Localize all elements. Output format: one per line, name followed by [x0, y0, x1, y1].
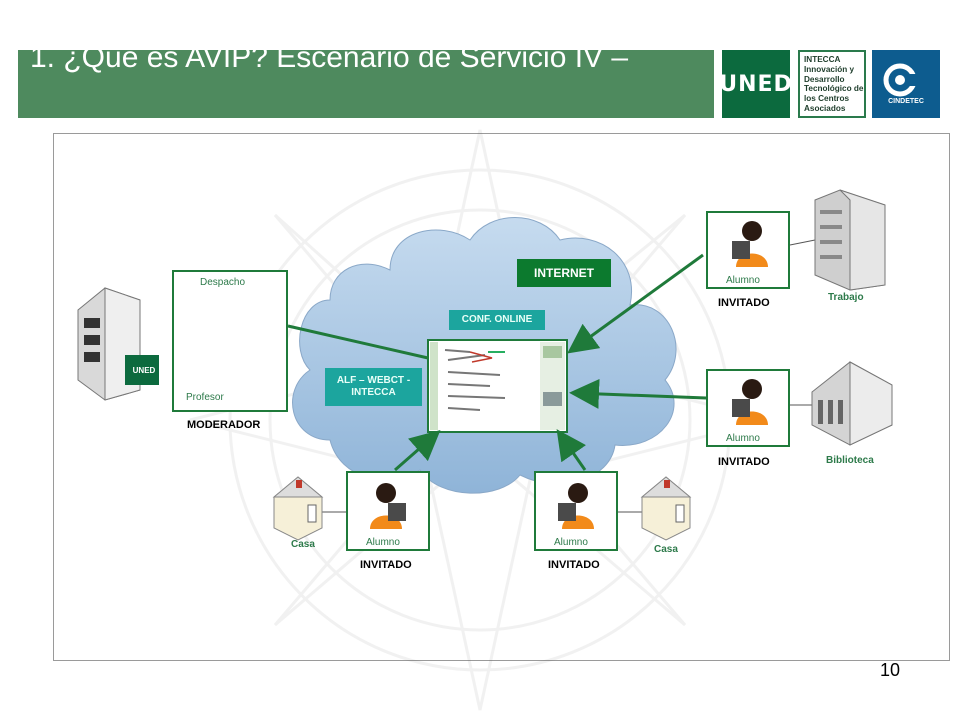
slide-title: 1. ¿Qué es AVIP? Escenario de Servicio I…: [30, 50, 629, 74]
alf-webct-label: ALF – WEBCT - INTECCA: [325, 368, 422, 406]
moderator-link: [287, 324, 429, 360]
arrow-guest-home-right: [556, 429, 587, 471]
internet-label: INTERNET: [517, 259, 611, 287]
house-icon-left: [272, 476, 324, 541]
title-bar: 1. ¿Qué es AVIP? Escenario de Servicio I…: [18, 50, 714, 118]
place-home-right-label: Casa: [654, 544, 678, 555]
moderator-box: Despacho Profesor: [172, 270, 288, 412]
uned-logo: UNED: [719, 50, 793, 118]
office-building-icon: [814, 189, 886, 291]
conference-screen: [427, 339, 568, 433]
page-number: 10: [880, 660, 901, 680]
uned-building-logo-text: UNED: [132, 366, 156, 375]
diagram-frame: [53, 133, 950, 661]
arrow-guest-home-left: [394, 430, 441, 472]
uned-building-icon: [77, 287, 159, 401]
moderator-role: MODERADOR: [187, 419, 261, 431]
moderator-person-label: Profesor: [186, 392, 224, 403]
guest-home-left-role: INVITADO: [360, 559, 412, 571]
guest-box-library: Alumno: [706, 369, 790, 447]
cindetec-emblem-icon: [883, 63, 920, 97]
guest-box-home-right: Alumno: [534, 471, 618, 551]
guest-work-role: INVITADO: [718, 297, 770, 309]
student-icon: [558, 483, 594, 529]
conf-online-label: CONF. ONLINE: [449, 310, 545, 330]
guest-home-right-label: Alumno: [554, 537, 588, 548]
guest-library-label: Alumno: [726, 433, 760, 444]
place-library-label: Biblioteca: [826, 455, 874, 466]
guest-library-role: INVITADO: [718, 456, 770, 468]
arrow-guest-work: [567, 253, 704, 354]
guest-home-left-label: Alumno: [366, 537, 400, 548]
uned-logo-text: UNED: [719, 71, 793, 97]
student-icon: [732, 379, 768, 425]
place-home-left-label: Casa: [291, 539, 315, 550]
intecca-logo-text: INTECCA Innovación y Desarrollo Tecnológ…: [804, 55, 864, 113]
library-building-icon: [811, 361, 893, 446]
guest-box-work: Alumno: [706, 211, 790, 289]
guest-home-right-role: INVITADO: [548, 559, 600, 571]
cindetec-logo: CINDETEC: [872, 50, 940, 118]
intecca-logo: INTECCA Innovación y Desarrollo Tecnológ…: [798, 50, 866, 118]
guest-work-label: Alumno: [726, 275, 760, 286]
student-icon: [732, 221, 768, 267]
arrow-guest-library: [569, 378, 707, 409]
guest-box-home-left: Alumno: [346, 471, 430, 551]
link-work: [789, 239, 816, 246]
cindetec-label: CINDETEC: [888, 98, 924, 105]
moderator-office-label: Despacho: [200, 277, 246, 288]
student-icon: [370, 483, 406, 529]
house-icon-right: [640, 476, 692, 541]
place-work-label: Trabajo: [828, 292, 864, 303]
